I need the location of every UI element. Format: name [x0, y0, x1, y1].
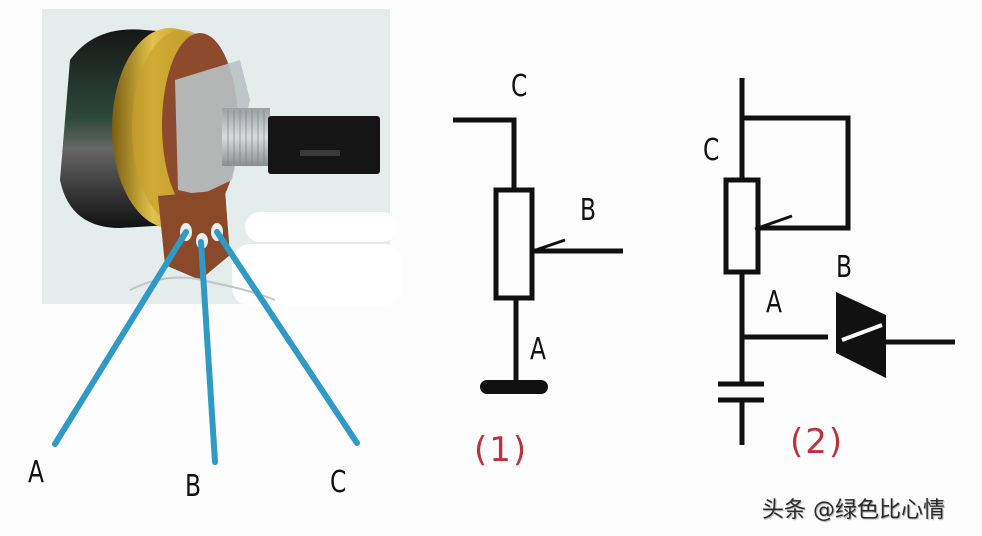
wiper-arrow [754, 214, 793, 231]
d2-label-c: C [703, 133, 720, 168]
photo-label-b: B [185, 469, 202, 504]
resistor-body [493, 187, 535, 301]
ground-plate [480, 380, 548, 394]
terminal-tab [158, 190, 230, 280]
wiper-loop-wire [742, 115, 851, 231]
d1-label-b: B [580, 193, 597, 228]
schematic-1 [453, 117, 623, 394]
photo-label-c: C [330, 465, 347, 500]
caption-2: (2) [790, 422, 845, 462]
leader-line-c [214, 229, 360, 446]
d1-label-c: C [511, 69, 528, 104]
d2-label-b: B [836, 250, 853, 285]
leader-line-b [198, 239, 218, 465]
schematic-2 [718, 78, 955, 445]
d2-label-a: A [766, 285, 783, 320]
photo-label-a: A [28, 455, 45, 490]
whiteout-patch [245, 212, 397, 242]
wire-c [453, 117, 517, 190]
watermark: 头条 @绿色比心情 [762, 498, 945, 523]
leader-line-a [52, 229, 189, 447]
wiper-arrow [529, 238, 566, 254]
caption-1: (1) [474, 430, 529, 470]
device-slash [841, 323, 883, 342]
pin-leader-lines [52, 229, 360, 465]
d1-label-a: A [530, 332, 547, 367]
resistor-body [723, 177, 761, 275]
shaft [268, 116, 380, 174]
potentiometer-photo [42, 9, 402, 306]
